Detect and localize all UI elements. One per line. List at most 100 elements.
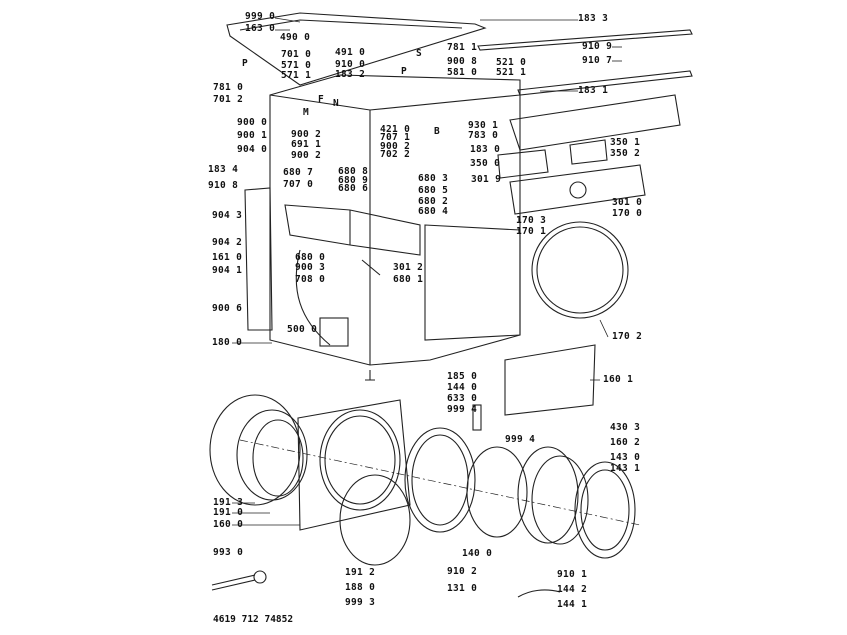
part-number-label: 350 0: [470, 158, 501, 169]
part-number-label: 910 7: [582, 55, 613, 66]
part-number-label: 680 2: [418, 196, 449, 207]
part-number-label: 581 0: [447, 67, 478, 78]
part-number-label: 183 3: [578, 13, 609, 24]
part-number-label: 170 0: [612, 208, 643, 219]
leg-foot: [365, 370, 375, 381]
part-number-label: 999 0: [245, 11, 276, 22]
part-number-label: 910 8: [208, 180, 239, 191]
side-panel: [244, 187, 273, 331]
part-number-label: 521 0: [496, 57, 527, 68]
hose: [361, 259, 381, 276]
part-number-label: 904 1: [212, 265, 243, 276]
part-number-label: 521 1: [496, 67, 527, 78]
part-number-label: 490 0: [280, 32, 311, 43]
part-number-label: 930 1: [468, 120, 499, 131]
part-number-label: 183 1: [578, 85, 609, 96]
part-number-label: 191 3: [213, 497, 244, 508]
part-number-label: 910 2: [447, 566, 478, 577]
part-number-label: 144 1: [557, 599, 588, 610]
cabinet-frame: [269, 74, 521, 366]
part-number-label: 680 1: [393, 274, 424, 285]
part-number-label: 900 8: [447, 56, 478, 67]
part-number-label: 999 4: [505, 434, 536, 445]
door-glass: [466, 446, 528, 538]
part-number-label: 571 1: [281, 70, 312, 81]
part-number-label: 301 2: [393, 262, 424, 273]
part-number-label: 170 3: [516, 215, 547, 226]
connector-letter-label: F: [318, 94, 325, 105]
part-number-label: 701 0: [281, 49, 312, 60]
part-number-label: 904 0: [237, 144, 268, 155]
part-number-label: 430 3: [610, 422, 641, 433]
part-number-label: 421 0: [380, 124, 411, 135]
part-number-label: 999 3: [345, 597, 376, 608]
part-number-label: 491 0: [335, 47, 366, 58]
part-number-label: 183 2: [335, 69, 366, 80]
door-lock: [472, 404, 482, 431]
part-number-label: 301 9: [471, 174, 502, 185]
part-number-label: 170 1: [516, 226, 547, 237]
axis-line: [239, 439, 641, 526]
part-number-label: 680 0: [295, 252, 326, 263]
part-number-label: 680 6: [338, 183, 369, 194]
leader-lines: [232, 17, 622, 526]
door-hinge: [517, 589, 561, 598]
part-number-label: 900 1: [237, 130, 268, 141]
part-number-label: 140 0: [462, 548, 493, 559]
detergent-drawer: [284, 204, 421, 256]
part-number-label: 160 2: [610, 437, 641, 448]
part-number-label: 999 4: [447, 404, 478, 415]
display-module: [569, 139, 608, 165]
control-panel-front: [509, 164, 646, 215]
part-number-label: 301 0: [612, 197, 643, 208]
part-number-label: 571 0: [281, 60, 312, 71]
part-number-label: 350 2: [610, 148, 641, 159]
part-number-label: 680 4: [418, 206, 449, 217]
part-number-label: 500 0: [287, 324, 318, 335]
front-panel: [297, 399, 411, 531]
part-number-label: 910 9: [582, 41, 613, 52]
trim-strip-top: [477, 29, 693, 51]
part-number-label: 680 5: [418, 185, 449, 196]
part-number-label: 900 6: [212, 303, 243, 314]
part-number-label: 904 3: [212, 210, 243, 221]
part-number-label: 701 2: [213, 94, 244, 105]
part-number-label: 144 0: [447, 382, 478, 393]
part-number-label: 185 0: [447, 371, 478, 382]
part-number-label: 183 4: [208, 164, 239, 175]
part-number-label: 900 2: [291, 150, 322, 161]
part-number-label: 191 0: [213, 507, 244, 518]
part-number-label: 183 0: [470, 144, 501, 155]
connector-letter-label: S: [416, 48, 423, 59]
hood-panel: [504, 344, 596, 416]
part-number-label: 144 2: [557, 584, 588, 595]
part-number-label: 680 3: [418, 173, 449, 184]
part-number-label: 904 2: [212, 237, 243, 248]
diagram-code: 4619 712 74852: [213, 614, 294, 625]
part-number-label: 163 0: [245, 23, 276, 34]
rear-tub: [209, 394, 301, 506]
connector-letter-label: P: [242, 58, 249, 69]
part-number-label: 781 1: [447, 42, 478, 53]
part-number-label: 702 2: [380, 149, 411, 160]
connector-letter-label: N: [333, 98, 340, 109]
spanner-tool: [211, 574, 256, 591]
door-frame: [517, 446, 579, 544]
part-number-label: 900 0: [237, 117, 268, 128]
part-number-label: 680 7: [283, 167, 314, 178]
part-number-label: 170 2: [612, 331, 643, 342]
part-number-label: 708 0: [295, 274, 326, 285]
part-number-label: 161 0: [212, 252, 243, 263]
part-number-label: 783 0: [468, 130, 499, 141]
front-ring-upper: [531, 221, 629, 319]
connector-letter-label: B: [434, 126, 441, 137]
part-number-label: 900 3: [295, 262, 326, 273]
control-panel-frame: [509, 94, 681, 151]
part-number-label: 143 0: [610, 452, 641, 463]
electronic-module: [497, 149, 549, 179]
part-number-label: 910 0: [335, 59, 366, 70]
part-number-label: 180 0: [212, 337, 243, 348]
part-number-label: 131 0: [447, 583, 478, 594]
